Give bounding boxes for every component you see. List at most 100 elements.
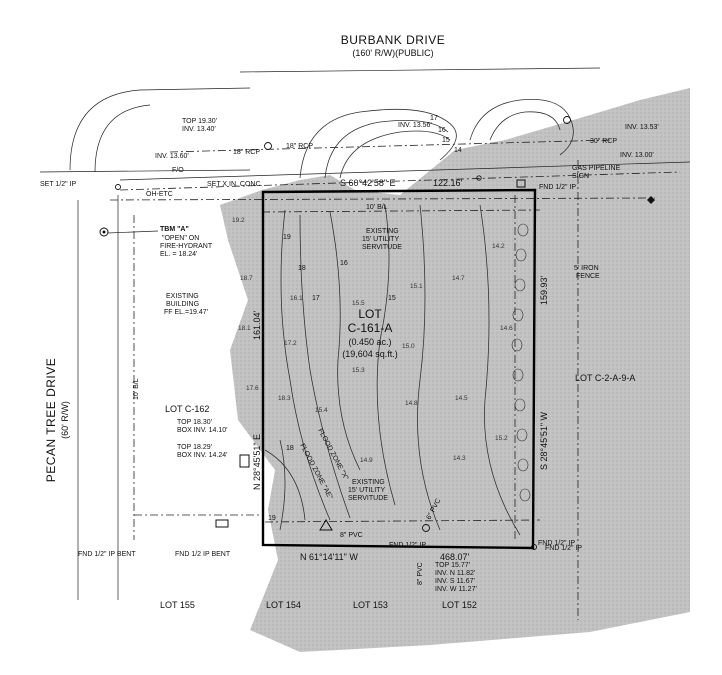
spot-elevation: 17.2	[284, 340, 297, 347]
bearing-south: N 61°14'11" W	[300, 552, 358, 562]
contour-label: 17	[312, 295, 320, 302]
contour-label: 16	[438, 127, 446, 134]
manhole-icon	[563, 116, 571, 124]
contour-labels: 17 16 15 14 19 18 19 18 17 16 15	[268, 115, 462, 522]
manhole-icon	[264, 142, 272, 150]
spot-elevation: 15.2	[495, 435, 508, 442]
servitude-north-2: 15' UTILITY	[362, 236, 399, 243]
building-line-north-label: 10' B/L	[366, 204, 388, 211]
spot-elevation: 14.9	[360, 457, 373, 464]
spot-elevation: 14.3	[453, 455, 466, 462]
building-line-north	[261, 209, 541, 213]
contour-label: 15	[388, 295, 396, 302]
west-street-row: (60' R/W)	[60, 401, 70, 439]
contour-lines	[264, 99, 574, 536]
overhead-label: OH-ETC	[146, 191, 173, 198]
spot-elevation: 17.6	[246, 385, 259, 392]
spot-elevation: 15.0	[402, 343, 415, 350]
fo-label: F/O	[172, 167, 184, 174]
fnd-ip-east: FND 1/2" IP	[545, 545, 582, 552]
utility-pole-icon	[647, 196, 655, 204]
distance-east: 159.93'	[539, 275, 549, 305]
inv-1300: INV. 13.00'	[620, 152, 654, 159]
fire-hydrant-icon	[99, 227, 109, 237]
top4-c: INV. S 11.67'	[435, 578, 475, 585]
building-line-west-label: 10' B/L	[133, 378, 140, 400]
fnd-ip-southeast: FND 1/2" IP	[389, 542, 426, 549]
top4-b: INV. N 11.82'	[435, 570, 475, 577]
iron-pin-icon	[115, 184, 121, 190]
top4-d: INV. W 11.27'	[435, 586, 477, 593]
neighbor-lot-153: LOT 153	[353, 600, 388, 610]
inv-1360: INV. 13.60'	[155, 153, 189, 160]
spot-elevation: 19.2	[232, 217, 245, 224]
top2-a: TOP 18.30'	[177, 419, 212, 426]
bearing-west: N 28°45'51" E	[252, 434, 262, 490]
catch-basin-icon	[239, 454, 250, 468]
spot-elevation: 14.2	[492, 243, 505, 250]
spot-elevation: 15.3	[352, 367, 365, 374]
fnd-ip-bent-1: FND 1/2" IP BENT	[78, 551, 136, 558]
rcp18-b: 18" RCP	[286, 143, 313, 150]
contour-label: 16	[340, 260, 348, 267]
lot-boundary[interactable]	[261, 188, 537, 550]
servitude-south-3: SERVITUDE	[348, 495, 388, 502]
fence-label-1: 5' IRON	[574, 265, 599, 272]
tbm-line-1: "OPEN" ON	[162, 235, 199, 242]
neighbor-lot-west: LOT C-162	[165, 404, 209, 414]
set-x: SET X IN. CONC.	[207, 181, 263, 188]
corner-curve-inner	[94, 104, 151, 173]
tbm-leader	[107, 230, 159, 234]
contour-label: 19	[283, 234, 291, 241]
fnd-ip-bent-2: FND 1/2 IP BENT	[175, 551, 231, 558]
servitude-south-1: EXISTING	[352, 479, 385, 486]
spot-elevation: 18.7	[240, 275, 253, 282]
tbm-line-3: EL. = 18.24'	[160, 251, 197, 258]
rcp30: 30" RCP	[590, 138, 617, 145]
top3-a: TOP 18.29'	[177, 444, 212, 451]
lot-label: LOT	[358, 307, 382, 321]
west-street-name: PECAN TREE DRIVE	[44, 358, 58, 482]
spot-elevation: 14.8	[405, 400, 418, 407]
distance-west: 161.04'	[252, 310, 262, 340]
pvc8-b: 8" PVC	[417, 562, 424, 585]
north-street-name: BURBANK DRIVE	[341, 33, 446, 47]
top3-b: BOX INV. 14.24'	[177, 452, 228, 459]
fnd-ip-south: FND 1/2" IP	[538, 540, 575, 547]
inv-1353: INV. 13.53'	[625, 124, 659, 131]
spot-elevation: 16.1	[290, 295, 303, 302]
neighbor-lot-east: LOT C-2-A-9-A	[575, 373, 635, 383]
contour-label: 18	[298, 265, 306, 272]
servitude-north-3: SERVITUDE	[362, 244, 402, 251]
north-street-row: (160' R/W)(PUBLIC)	[352, 48, 433, 58]
road-curb	[39, 169, 251, 173]
contour-label: 19	[268, 515, 276, 522]
corner-curve	[69, 87, 251, 171]
fnd-ip-north: FND 1/2" IP	[539, 184, 576, 191]
contour-label: 14	[454, 147, 462, 154]
neighbor-lot-154: LOT 154	[266, 600, 301, 610]
neighbor-lot-152: LOT 152	[442, 600, 477, 610]
spot-elevation: 14.7	[452, 275, 465, 282]
building-line-1: EXISTING	[166, 293, 199, 300]
spot-elevation: 18.1	[238, 325, 251, 332]
set-ip: SET 1/2" IP	[40, 181, 77, 188]
iron-pin-icon	[531, 544, 537, 550]
bearing-north: S 60°42'58" E	[340, 178, 396, 188]
gas-sign-label-2: SIGN	[572, 173, 589, 180]
manhole-icon	[422, 524, 430, 532]
top4-a: TOP 15.77'	[435, 562, 470, 569]
top2-b: BOX INV. 14.10'	[177, 427, 228, 434]
distance-north: 122.16'	[433, 178, 463, 188]
distance-south: 468.07'	[440, 552, 470, 562]
inv-1356: INV. 13.56'	[398, 122, 432, 129]
pipe-line	[169, 139, 611, 153]
catch-basin-icon	[215, 519, 229, 528]
manhole-icons	[115, 116, 571, 550]
iron-fence	[511, 223, 531, 502]
burbank-row-north	[239, 67, 601, 73]
servitude-north-1: EXISTING	[366, 228, 399, 235]
burbank-row-south	[119, 161, 691, 181]
servitude-south-2: 15' UTILITY	[348, 487, 385, 494]
